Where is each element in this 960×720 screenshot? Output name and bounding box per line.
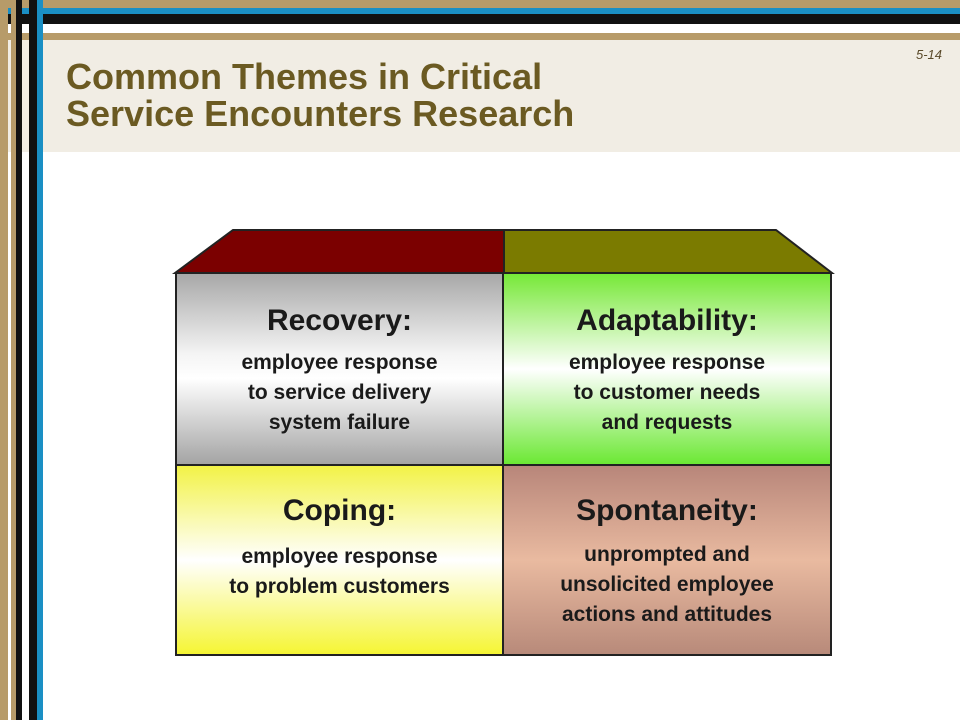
adaptability-line-3: and requests	[601, 411, 733, 434]
coping-line-1: employee response	[241, 545, 438, 568]
quadrant-spontaneity: Spontaneity: unprompted and unsolicited …	[502, 464, 832, 656]
adaptability-heading: Adaptability:	[576, 304, 758, 337]
left-tan-bar	[0, 0, 8, 720]
top-blue-bar	[0, 8, 960, 14]
adaptability-line-2: to customer needs	[573, 381, 761, 404]
coping-line-2: to problem customers	[229, 575, 450, 598]
slide-title-line-1: Common Themes in Critical	[66, 56, 543, 97]
spontaneity-line-1: unprompted and	[584, 543, 750, 566]
top-face-right	[503, 229, 835, 274]
adaptability-description: employee response to customer needs and …	[504, 348, 830, 438]
top-face-left	[171, 229, 505, 274]
spontaneity-line-2: unsolicited employee	[560, 573, 774, 596]
recovery-description: employee response to service delivery sy…	[177, 348, 502, 438]
slide-title-line-2: Service Encounters Research	[66, 93, 575, 134]
spontaneity-line-3: actions and attitudes	[561, 603, 773, 626]
box-top-faces	[171, 229, 835, 274]
tan-line	[0, 33, 960, 40]
left-black-bar	[16, 0, 22, 720]
left-tan-bar-2	[11, 0, 16, 720]
left-blue-bar	[37, 0, 43, 720]
quadrant-coping: Coping: employee response to problem cus…	[175, 464, 504, 656]
recovery-line-1: employee response	[241, 351, 438, 374]
slide-number: 5-14	[915, 47, 942, 62]
adaptability-line-1: employee response	[568, 351, 766, 374]
slide-title: Common Themes in Critical Service Encoun…	[66, 58, 866, 132]
coping-description: employee response to problem customers	[177, 542, 502, 602]
spontaneity-description: unprompted and unsolicited employee acti…	[504, 540, 830, 630]
quadrant-recovery: Recovery: employee response to service d…	[175, 272, 504, 466]
spontaneity-heading: Spontaneity:	[576, 494, 758, 527]
quadrant-adaptability: Adaptability: employee response to custo…	[502, 272, 832, 466]
coping-heading: Coping:	[282, 494, 397, 527]
top-tan-bar	[0, 0, 960, 8]
left-black-bar-2	[29, 0, 37, 720]
recovery-heading: Recovery:	[266, 304, 413, 337]
title-band	[0, 40, 960, 152]
recovery-line-2: to service delivery	[247, 381, 432, 404]
top-black-bar	[0, 14, 960, 24]
recovery-line-3: system failure	[268, 411, 411, 434]
